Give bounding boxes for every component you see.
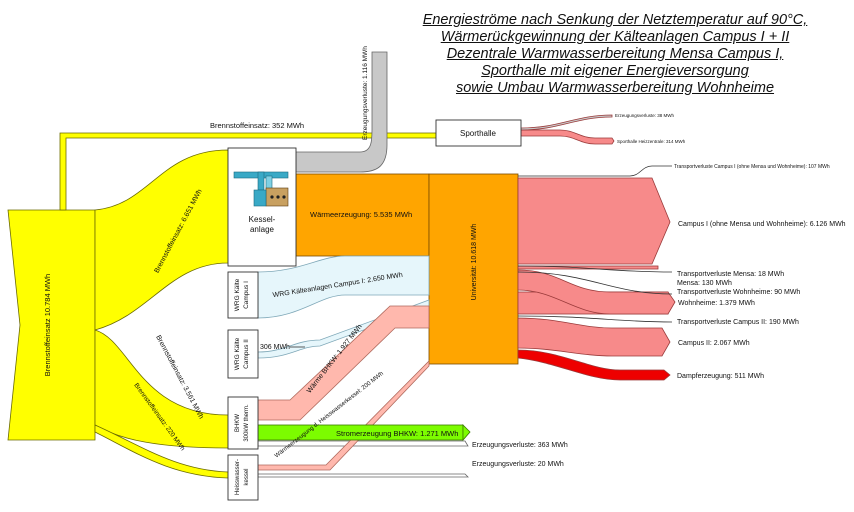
wohnheime-flow: [517, 269, 676, 315]
title-line-2: Wärmerückgewinnung der Kälteanlagen Camp…: [440, 29, 790, 45]
transportverluste-mensa-label: Transportverluste Mensa: 18 MWh: [677, 271, 784, 278]
wohnheime-label: Wohnheime: 1.379 MWh: [678, 300, 755, 307]
fuel-flows: [7, 132, 437, 479]
transportverluste-c2-label: Transportverluste Campus II: 190 MWh: [677, 319, 799, 326]
transportverluste-c2-line: [517, 315, 673, 323]
title-line-3: Dezentrale Warmwasserbereitung Mensa Cam…: [446, 46, 784, 62]
erzeugungsverluste-hwk-label: Erzeugungsverluste: 20 MWh: [472, 461, 564, 468]
sporthalle-verluste-label: Erzeugungsverluste: 38 MWh: [615, 113, 675, 118]
universitaet-node: [428, 173, 519, 365]
mensa-flow: [517, 265, 659, 270]
wrg-campus2-node: [227, 329, 259, 379]
loss-flows: [257, 51, 469, 478]
strom-bhkw-arrow: [462, 424, 471, 442]
wrg-campus2-label-1: WRG Kälte: [234, 337, 241, 370]
title-line-1: Energieströme nach Senkung der Netztempe…: [422, 12, 808, 28]
wrg-flows: [257, 255, 430, 359]
transportverluste-wohnheime-line: [517, 271, 673, 295]
erzeugungsverluste-bhkw-label: Erzeugungsverluste: 363 MWh: [472, 442, 568, 449]
mensa-label: Mensa: 130 MWh: [677, 280, 732, 287]
campus1-label: Campus I (ohne Mensa und Wohnheime): 6.1…: [678, 221, 846, 228]
bhkw-label-2: 300kW therm.: [244, 404, 250, 442]
campus2-label: Campus II: 2.067 MWh: [678, 340, 750, 347]
wrg-campus1-label-2: Campus I: [243, 281, 250, 309]
erzeugungsverluste-kessel-label: Erzeugungsverluste: 1.116 MWh: [362, 46, 369, 140]
heat-flows: [295, 173, 519, 365]
wrg-campus1-node: [227, 271, 259, 319]
boiler-icon: [233, 171, 289, 207]
wrg-campus2-label-2: Campus II: [243, 339, 250, 369]
bhkw-heat-flow: [257, 305, 430, 421]
waermeerzeugung-label: Wärmeerzeugung: 5.535 MWh: [310, 210, 412, 219]
diagram-title: Energieströme nach Senkung der Netztempe…: [380, 12, 850, 97]
strom-bhkw-label: Stromerzeugung BHKW: 1.271 MWh: [336, 429, 458, 438]
transportverluste-wohnheime-label: Transportverluste Wohnheime: 90 MWh: [677, 289, 800, 296]
hwk-loss-flow: [257, 473, 469, 478]
transportverluste-c1-line: [518, 165, 672, 177]
sporthalle-node: [435, 119, 522, 147]
wrg-campus1-flow: [257, 255, 430, 319]
fuel-to-kessel: [94, 149, 229, 331]
campus2-flow: [517, 317, 671, 357]
universitaet-label: Universität: 10.618 MWh: [471, 224, 478, 301]
brennstoff-sporthalle-label: Brennstoffeinsatz: 352 MWh: [210, 121, 304, 130]
title-line-4: Sporthalle mit eigener Energieversorgung: [481, 63, 749, 79]
bhkw-node: [227, 396, 259, 450]
transportverluste-mensa-line: [517, 265, 673, 273]
waermeerzeugung-flow: [295, 173, 430, 257]
kessel-label-2: anlage: [250, 225, 275, 234]
campus1-flow: [517, 177, 671, 265]
heisswasserkessel-node: [227, 454, 259, 501]
bhkw-label-1: BHKW: [235, 414, 241, 432]
wrg-campus1-label-1: WRG Kälte: [234, 278, 241, 311]
kessel-loss-flow: [295, 51, 388, 173]
hwk-label-2: kessel: [244, 468, 250, 485]
transportverluste-c1-label: Transportverluste Campus I (ohne Mensa u…: [674, 164, 830, 170]
hwk-label-1: Heisswasser-: [235, 459, 241, 495]
sporthalle-loss-flow: [520, 114, 613, 131]
sporthalle-heizzentrale-label: Sporthalle Heizzentrale: 314 MWh: [617, 139, 686, 144]
sporthalle-label: Sporthalle: [460, 129, 497, 138]
title-line-5: sowie Umbau Warmwasserbereitung Wohnheim…: [455, 80, 775, 96]
kessel-label-1: Kessel-: [249, 215, 276, 224]
dampferzeugung-flow: [517, 349, 671, 381]
fuel-source-block: [7, 209, 96, 441]
kessel-node: [227, 147, 297, 267]
thin-loss-lines: [290, 165, 673, 348]
brennstoffeinsatz-total-label: Brennstoffeinsatz 10.784 MWh: [43, 274, 52, 376]
wrg-campus2-flow-label: 306 MWh: [260, 344, 290, 351]
consumer-flows: [517, 114, 676, 381]
sporthalle-heizzentrale-flow: [520, 129, 615, 145]
node-boxes: [227, 119, 522, 501]
dampferzeugung-label: Dampferzeugung: 511 MWh: [677, 373, 764, 380]
